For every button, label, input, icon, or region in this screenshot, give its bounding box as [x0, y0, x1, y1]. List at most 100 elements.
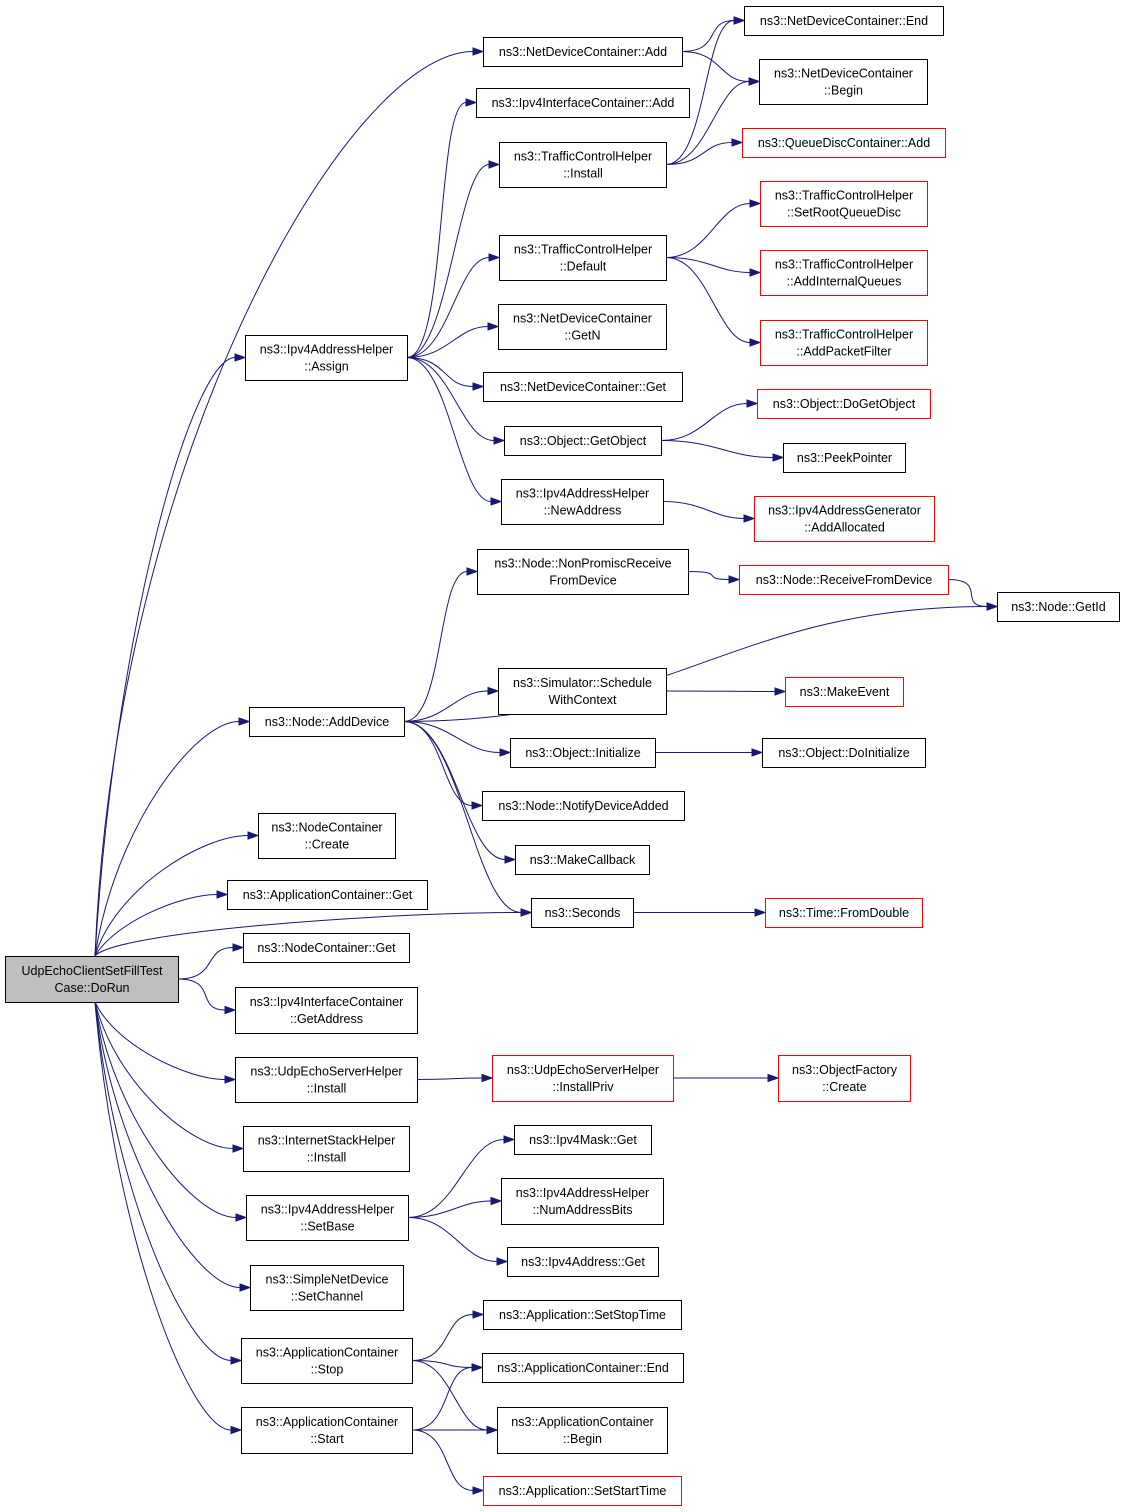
- node-makeevent[interactable]: ns3::MakeEvent: [785, 677, 904, 707]
- node-box-snd-setchannel: [250, 1265, 404, 1311]
- node-obj-initialize[interactable]: ns3::Object::Initialize: [510, 738, 656, 768]
- edge-node-adddevice-to-node-getid: [403, 606, 988, 722]
- node-label-of-create-line-2: ::Create: [822, 1080, 867, 1094]
- node-nc-get[interactable]: ns3::NodeContainer::Get: [243, 933, 410, 963]
- node-iah-setbase[interactable]: ns3::Ipv4AddressHelper::SetBase: [246, 1195, 409, 1241]
- node-nc-create[interactable]: ns3::NodeContainer::Create: [258, 813, 396, 859]
- node-makecallback[interactable]: ns3::MakeCallback: [515, 845, 650, 875]
- node-app-setstarttime[interactable]: ns3::Application::SetStartTime: [483, 1476, 682, 1506]
- edge-sim-schedule-to-makeevent: [665, 690, 776, 692]
- node-ndc-getn[interactable]: ns3::NetDeviceContainer::GetN: [498, 304, 667, 350]
- node-label-ac-begin-line-1: ns3::ApplicationContainer: [511, 1415, 653, 1429]
- node-label-ac-get-line-1: ns3::ApplicationContainer::Get: [243, 888, 413, 902]
- node-ac-stop[interactable]: ns3::ApplicationContainer::Stop: [241, 1338, 413, 1384]
- node-box-peekpointer: [783, 443, 906, 473]
- node-ndc-add[interactable]: ns3::NetDeviceContainer::Add: [483, 37, 683, 67]
- edge-tch-default-to-tch-apf: [665, 257, 751, 343]
- node-label-obj-doinitialize-line-1: ns3::Object::DoInitialize: [778, 746, 909, 760]
- node-label-nc-create-line-1: ns3::NodeContainer: [271, 821, 382, 835]
- node-ac-end[interactable]: ns3::ApplicationContainer::End: [482, 1353, 684, 1383]
- node-label-ish-install-line-1: ns3::InternetStackHelper: [258, 1134, 396, 1148]
- node-ndc-begin[interactable]: ns3::NetDeviceContainer::Begin: [759, 59, 928, 105]
- node-of-create[interactable]: ns3::ObjectFactory::Create: [778, 1055, 911, 1102]
- node-label-tch-apf-line-2: ::AddPacketFilter: [796, 345, 891, 359]
- node-iag-addallocated[interactable]: ns3::Ipv4AddressGenerator::AddAllocated: [754, 496, 935, 542]
- node-iic-getaddress[interactable]: ns3::Ipv4InterfaceContainer::GetAddress: [235, 987, 418, 1034]
- edge-iah-assign-to-iah-newaddress: [406, 357, 492, 502]
- node-obj-doinitialize[interactable]: ns3::Object::DoInitialize: [762, 738, 926, 768]
- node-obj-getobject[interactable]: ns3::Object::GetObject: [504, 426, 662, 456]
- node-label-sim-schedule-line-2: WithContext: [548, 693, 617, 707]
- node-ac-get[interactable]: ns3::ApplicationContainer::Get: [227, 880, 428, 910]
- node-box-ac-get: [227, 880, 428, 910]
- edge-arrowhead-tch-default-to-tch-aiq: [749, 268, 762, 277]
- node-label-tch-srqd-line-1: ns3::TrafficControlHelper: [775, 189, 913, 203]
- node-iah-numaddrbits[interactable]: ns3::Ipv4AddressHelper::NumAddressBits: [501, 1178, 664, 1225]
- node-node-adddevice[interactable]: ns3::Node::AddDevice: [249, 707, 405, 737]
- node-ac-begin[interactable]: ns3::ApplicationContainer::Begin: [497, 1407, 668, 1454]
- node-label-tch-install-line-2: ::Install: [563, 167, 603, 181]
- node-peekpointer[interactable]: ns3::PeekPointer: [783, 443, 906, 473]
- node-node-getid[interactable]: ns3::Node::GetId: [997, 592, 1120, 622]
- node-label-iic-add-line-1: ns3::Ipv4InterfaceContainer::Add: [492, 96, 675, 110]
- edge-iah-assign-to-ndc-getn: [406, 326, 489, 358]
- edge-tch-install-to-qdc-add: [665, 142, 733, 165]
- node-app-setstoptime[interactable]: ns3::Application::SetStopTime: [483, 1300, 682, 1330]
- node-label-ac-start-line-1: ns3::ApplicationContainer: [256, 1415, 398, 1429]
- node-ndc-get[interactable]: ns3::NetDeviceContainer::Get: [483, 372, 683, 402]
- edge-iah-assign-to-tch-install: [406, 164, 490, 358]
- edge-root-to-iic-getaddress: [177, 978, 226, 1011]
- edge-arrowhead-root-to-ish-install: [232, 1144, 245, 1153]
- node-tch-install[interactable]: ns3::TrafficControlHelper::Install: [499, 142, 667, 188]
- node-snd-setchannel[interactable]: ns3::SimpleNetDevice::SetChannel: [250, 1265, 404, 1311]
- node-box-uesh-install: [235, 1057, 418, 1103]
- node-box-makecallback: [515, 845, 650, 875]
- node-ac-start[interactable]: ns3::ApplicationContainer::Start: [241, 1407, 413, 1454]
- node-label-tch-srqd-line-2: ::SetRootQueueDisc: [787, 206, 901, 220]
- node-label-ac-begin-line-2: ::Begin: [563, 1432, 602, 1446]
- node-label-makecallback-line-1: ns3::MakeCallback: [530, 853, 636, 867]
- node-tch-default[interactable]: ns3::TrafficControlHelper::Default: [499, 235, 667, 281]
- node-box-of-create: [778, 1055, 911, 1102]
- node-iic-add[interactable]: ns3::Ipv4InterfaceContainer::Add: [476, 88, 690, 118]
- edge-node-nonpromisc-to-node-receive: [687, 571, 730, 580]
- node-uesh-install[interactable]: ns3::UdpEchoServerHelper::Install: [235, 1057, 418, 1103]
- node-tch-srqd[interactable]: ns3::TrafficControlHelper::SetRootQueueD…: [760, 181, 928, 227]
- edge-arrowhead-root-to-ac-get: [216, 890, 229, 899]
- node-label-uesh-install-line-2: ::Install: [307, 1082, 347, 1096]
- edge-arrowhead-root-to-iic-getaddress: [224, 1005, 237, 1015]
- node-box-addr-get: [507, 1247, 659, 1277]
- node-seconds[interactable]: ns3::Seconds: [531, 898, 634, 928]
- node-ndc-end[interactable]: ns3::NetDeviceContainer::End: [744, 6, 944, 36]
- edge-arrowhead-tch-install-to-ndc-begin: [748, 77, 761, 86]
- node-time-fromdouble[interactable]: ns3::Time::FromDouble: [765, 898, 923, 928]
- node-box-app-setstoptime: [483, 1300, 682, 1330]
- node-label-tch-aiq-line-1: ns3::TrafficControlHelper: [775, 258, 913, 272]
- node-tch-aiq[interactable]: ns3::TrafficControlHelper::AddInternalQu…: [760, 250, 928, 296]
- edge-arrowhead-root-to-ac-stop: [230, 1356, 243, 1365]
- node-uesh-installpriv[interactable]: ns3::UdpEchoServerHelper::InstallPriv: [492, 1055, 674, 1102]
- node-obj-dogetobject[interactable]: ns3::Object::DoGetObject: [757, 389, 931, 419]
- node-box-iah-numaddrbits: [501, 1178, 664, 1225]
- node-iah-newaddress[interactable]: ns3::Ipv4AddressHelper::NewAddress: [501, 479, 664, 525]
- edge-obj-getobject-to-peekpointer: [660, 440, 774, 458]
- node-ish-install[interactable]: ns3::InternetStackHelper::Install: [243, 1126, 410, 1172]
- node-tch-apf[interactable]: ns3::TrafficControlHelper::AddPacketFilt…: [760, 320, 928, 366]
- edge-node-adddevice-to-node-notify: [403, 721, 473, 806]
- edge-arrowhead-root-to-nc-create: [247, 831, 260, 840]
- node-mask-get[interactable]: ns3::Ipv4Mask::Get: [514, 1125, 652, 1155]
- edge-arrowhead-ac-start-to-ac-end: [471, 1363, 484, 1372]
- node-node-notify[interactable]: ns3::Node::NotifyDeviceAdded: [482, 791, 685, 821]
- node-label-ndc-add-line-1: ns3::NetDeviceContainer::Add: [499, 45, 667, 59]
- node-addr-get[interactable]: ns3::Ipv4Address::Get: [507, 1247, 659, 1277]
- node-label-tch-apf-line-1: ns3::TrafficControlHelper: [775, 328, 913, 342]
- node-node-receive[interactable]: ns3::Node::ReceiveFromDevice: [739, 565, 949, 595]
- edge-arrowhead-tch-default-to-tch-srqd: [749, 199, 762, 208]
- node-label-time-fromdouble-line-1: ns3::Time::FromDouble: [779, 906, 909, 920]
- edge-ac-start-to-app-setstarttime: [411, 1429, 474, 1491]
- node-iah-assign[interactable]: ns3::Ipv4AddressHelper::Assign: [245, 335, 408, 381]
- node-qdc-add[interactable]: ns3::QueueDiscContainer::Add: [742, 128, 946, 158]
